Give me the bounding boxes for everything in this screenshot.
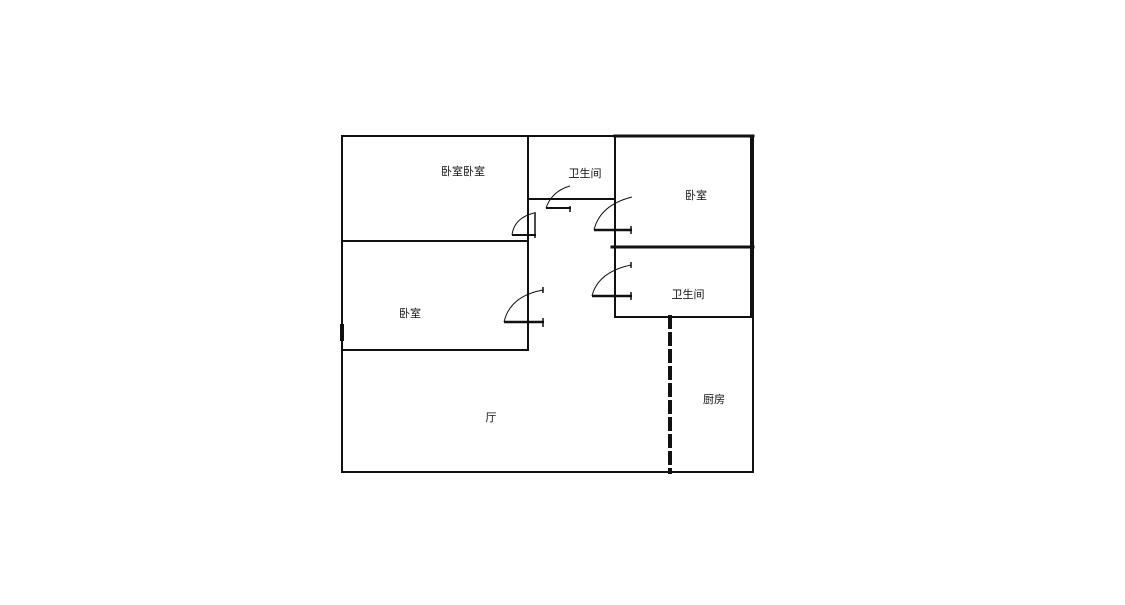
room-labels: 卧室卧室 卫生间 卧室 卧室 卫生间 厅 厨房 bbox=[399, 164, 725, 424]
door-bedroom-top-right bbox=[593, 196, 633, 234]
outer-wall bbox=[341, 135, 754, 473]
doors bbox=[503, 185, 633, 327]
walls bbox=[340, 134, 755, 474]
label-bathroom-right: 卫生间 bbox=[672, 287, 705, 301]
label-kitchen: 厨房 bbox=[703, 393, 725, 406]
door-bedroom-top-left bbox=[511, 212, 536, 238]
door-bedroom-left bbox=[503, 287, 544, 327]
label-bedroom-top-left: 卧室卧室 bbox=[441, 164, 485, 178]
door-bathroom-top bbox=[545, 185, 571, 212]
door-bathroom-right bbox=[591, 262, 632, 300]
label-bedroom-top-right: 卧室 bbox=[685, 188, 707, 202]
label-bathroom-top: 卫生间 bbox=[569, 166, 602, 180]
label-bedroom-left: 卧室 bbox=[399, 306, 421, 320]
label-living-room: 厅 bbox=[486, 411, 497, 424]
